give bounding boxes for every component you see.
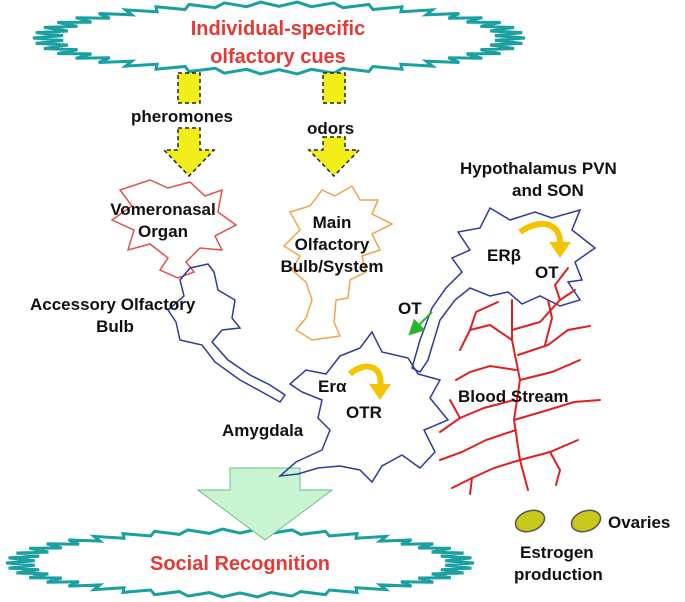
er-alpha-to-otr-arrow (348, 363, 384, 389)
accessory-olfactory-label-line2: Bulb (96, 317, 134, 336)
social-recognition-label: Social Recognition (149, 553, 331, 575)
social-recognition-arrow (196, 467, 334, 541)
amygdala-label: Amygdala (222, 421, 304, 440)
blood-stream-label: Blood Stream (458, 387, 569, 406)
hypothalamus-label-line1: Hypothalamus PVN (460, 159, 617, 178)
pheromones-label: pheromones (131, 107, 234, 126)
hypothalamus-label-line2: and SON (512, 181, 584, 200)
cues-title-line1: Individual-specific (190, 18, 366, 40)
ovaries-label: Ovaries (608, 513, 671, 532)
pheromones-arrow (162, 72, 216, 178)
ot-hypothalamus-label: OT (535, 263, 559, 282)
odors-arrow (307, 72, 361, 178)
accessory-olfactory-label-line1: Accessory Olfactory (30, 295, 196, 314)
hypothalamus-neuron (411, 206, 597, 373)
estrogen-label-line2: production (514, 565, 603, 584)
otr-label: OTR (346, 403, 382, 422)
estrogen-label-line1: Estrogen (520, 543, 594, 562)
er-beta-arrow-head (549, 242, 571, 258)
vomeronasal-label-line2: Organ (137, 222, 189, 241)
main-olfactory-label-line3: Bulb/System (280, 257, 384, 276)
main-olfactory-neuron (282, 184, 394, 341)
ot-release-label: OT (398, 299, 422, 318)
main-olfactory-label-line1: Main (312, 213, 352, 232)
left-ovary (514, 509, 546, 533)
amygdala-neuron (277, 330, 450, 484)
main-olfactory-label-line2: Olfactory (294, 235, 370, 254)
accessory-olfactory-neuron (167, 263, 287, 403)
vomeronasal-neuron (110, 179, 238, 279)
vomeronasal-label-line1: Vomeronasal (110, 200, 216, 219)
ot-release-arrow (408, 311, 433, 336)
odors-label: odors (307, 119, 355, 138)
cues-title-line2: olfactory cues (210, 46, 346, 68)
er-alpha-label: Erα (318, 377, 347, 396)
er-beta-label: ERβ (487, 246, 521, 265)
bottom-cloud-shape (5, 527, 475, 599)
er-alpha-arrow-head (369, 384, 391, 400)
blood-stream-vessels (439, 267, 601, 495)
right-ovary (570, 509, 602, 533)
top-cloud-shape (32, 0, 526, 76)
er-beta-to-ot-arrow (518, 221, 564, 247)
